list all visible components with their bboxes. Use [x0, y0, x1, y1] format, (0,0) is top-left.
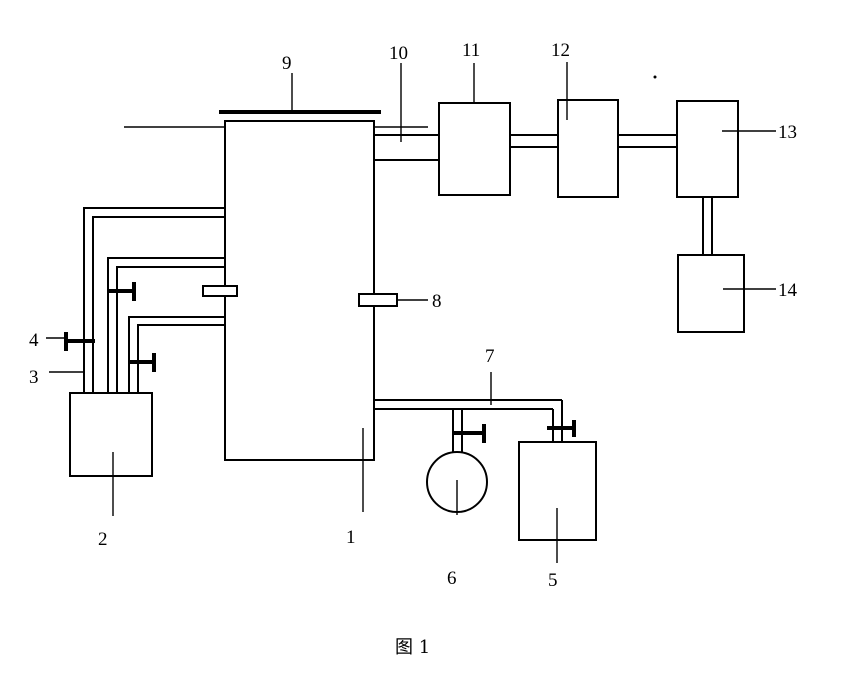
label-12: 12 — [551, 40, 570, 61]
label-8: 8 — [432, 291, 442, 312]
pipe-7 — [374, 399, 563, 452]
label-6: 6 — [447, 568, 457, 589]
unit-11 — [438, 102, 511, 196]
label-7: 7 — [485, 346, 495, 367]
label-11: 11 — [462, 40, 480, 61]
valve-lower-left — [129, 353, 156, 372]
unit-14 — [677, 254, 745, 333]
tank-2 — [69, 392, 153, 477]
label-10: 10 — [389, 43, 408, 64]
outlet-pipe — [374, 126, 439, 161]
unit-13 — [676, 100, 739, 198]
leader-lines — [46, 62, 776, 563]
connector-12-13 — [618, 134, 677, 148]
figure-caption: 图 1 — [395, 637, 431, 658]
label-5: 5 — [548, 570, 558, 591]
label-2: 2 — [98, 529, 108, 550]
stray-dot — [653, 75, 657, 79]
valve-pump — [453, 424, 486, 443]
connector-13-14 — [702, 197, 713, 255]
label-14: 14 — [778, 280, 798, 301]
label-9: 9 — [282, 53, 292, 74]
connector-11-12 — [510, 134, 558, 148]
valve-tank-5 — [547, 420, 576, 437]
label-4: 4 — [29, 330, 39, 351]
valve-upper-left — [108, 282, 136, 301]
unit-12 — [557, 99, 619, 198]
label-3: 3 — [29, 367, 39, 388]
label-1: 1 — [346, 527, 356, 548]
label-13: 13 — [778, 122, 797, 143]
sensor-8 — [358, 293, 398, 307]
left-pipes — [83, 207, 225, 393]
main-vessel — [224, 120, 375, 461]
inner-stub — [202, 285, 238, 297]
valve-4 — [64, 332, 95, 351]
